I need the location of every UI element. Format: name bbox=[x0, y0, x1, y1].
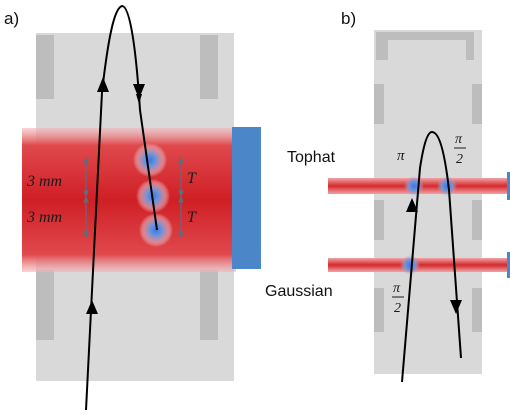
half-pi-bottom-denominator: 2 bbox=[394, 301, 401, 316]
time-label-bottom: T bbox=[187, 209, 197, 226]
trajectory-arrowhead bbox=[86, 300, 98, 314]
chamber-a-rib bbox=[200, 35, 218, 99]
atom-cloud bbox=[400, 255, 420, 275]
trajectory-arrowhead bbox=[450, 300, 462, 314]
chamber-a-rib bbox=[200, 270, 218, 340]
half-pi-label-top: π 2 bbox=[454, 132, 466, 167]
chamber-b-rib bbox=[472, 200, 482, 240]
atom-trajectory-a bbox=[85, 4, 158, 411]
chamber-a-rib bbox=[36, 35, 54, 99]
dimension-label-top: 3 mm bbox=[26, 173, 62, 190]
half-pi-top-denominator: 2 bbox=[456, 152, 463, 167]
chamber-b-rib bbox=[472, 288, 482, 332]
panel-a: a) 3 mm 3 mm T T bbox=[4, 4, 261, 411]
chamber-a-rib bbox=[36, 270, 54, 340]
trajectory-arrowhead bbox=[133, 84, 145, 104]
chamber-b bbox=[374, 30, 482, 374]
mirror-b-top bbox=[507, 172, 510, 200]
half-pi-bottom-numerator: π bbox=[393, 281, 401, 296]
mirror-a bbox=[232, 127, 261, 269]
chamber-b-rib bbox=[374, 84, 384, 124]
dimension-label-bottom: 3 mm bbox=[26, 209, 62, 226]
tophat-label: Tophat bbox=[287, 149, 336, 166]
atom-cloud bbox=[133, 143, 167, 177]
panel-a-label: a) bbox=[4, 9, 19, 28]
trajectory-arrowhead bbox=[406, 198, 418, 212]
atom-cloud bbox=[404, 176, 424, 196]
time-label-top: T bbox=[187, 170, 197, 187]
chamber-b-top-rib bbox=[376, 32, 474, 60]
mirror-b-bottom bbox=[507, 252, 510, 278]
atom-trajectory-b bbox=[401, 130, 462, 383]
trajectory-arrowhead bbox=[97, 77, 109, 92]
chamber-b-rib bbox=[374, 200, 384, 240]
panel-b: b) Tophat Gaussian π π 2 π 2 bbox=[265, 9, 510, 383]
half-pi-label-bottom: π 2 bbox=[392, 281, 404, 316]
half-pi-top-numerator: π bbox=[455, 132, 463, 147]
atom-cloud bbox=[437, 176, 457, 196]
pi-label: π bbox=[397, 148, 405, 164]
chamber-b-rib bbox=[472, 84, 482, 124]
chamber-b-rib bbox=[374, 288, 384, 332]
gaussian-label: Gaussian bbox=[265, 283, 333, 300]
panel-b-label: b) bbox=[341, 9, 356, 28]
laser-beam-a bbox=[22, 128, 236, 272]
